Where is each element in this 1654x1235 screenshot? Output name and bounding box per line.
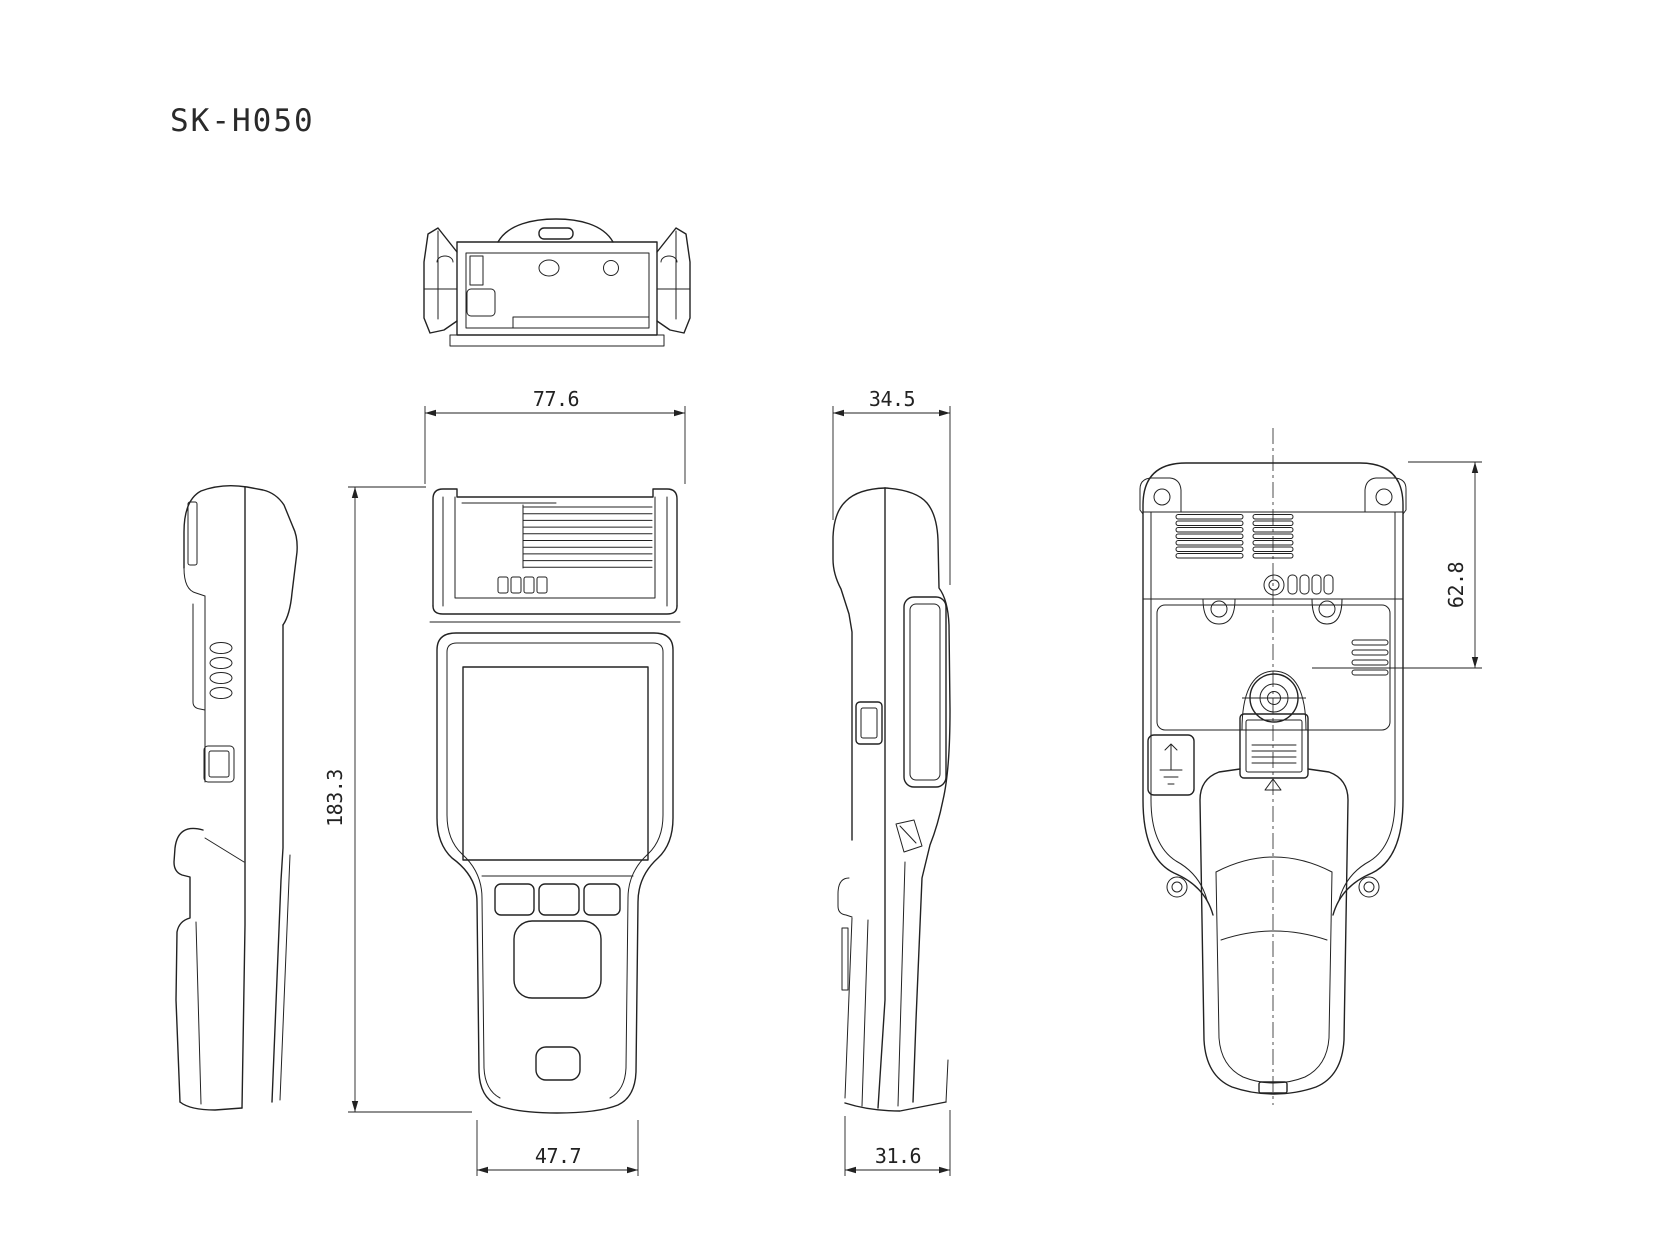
screw-center	[1263, 574, 1285, 596]
vent-grille-right	[1351, 639, 1389, 676]
dimension-back-mount-offset: 62.8	[1312, 461, 1482, 669]
dim-back-mount-offset-label: 62.8	[1444, 562, 1468, 608]
dim-front-width-label: 77.6	[533, 387, 579, 411]
ground-symbol	[1159, 743, 1183, 785]
dimension-front-width: 77.6	[424, 387, 686, 484]
dimension-side-bottom-depth: 31.6	[844, 1110, 951, 1176]
dim-side-depth-label: 34.5	[869, 387, 915, 411]
side-view-left	[173, 484, 298, 1111]
ground-symbol-box	[1147, 734, 1195, 796]
handle-bottom-slot	[1258, 1081, 1288, 1094]
dimension-overall-height: 183.3	[323, 486, 472, 1113]
screw-wing-left	[1166, 876, 1188, 898]
screw-boss-right	[1318, 600, 1336, 618]
side-view-right	[832, 487, 951, 1112]
vent-grille-left	[1175, 514, 1244, 559]
screw-wing-right	[1358, 876, 1380, 898]
battery-latch	[1239, 713, 1309, 779]
back-view	[1139, 428, 1407, 1105]
dimension-side-depth: 34.5	[832, 387, 951, 585]
triangle-marker	[1264, 778, 1282, 791]
dim-side-bottom-depth-label: 31.6	[875, 1144, 921, 1168]
dim-overall-height-label: 183.3	[323, 769, 347, 827]
drawing-title: SK-H050	[170, 103, 315, 139]
front-view	[429, 488, 681, 1114]
screw-top-right	[1375, 488, 1393, 506]
vent-grille-center	[1252, 514, 1294, 559]
dim-handle-width-label: 47.7	[535, 1144, 581, 1168]
top-view	[423, 218, 691, 347]
screw-boss-left	[1210, 600, 1228, 618]
screw-top-left	[1153, 488, 1171, 506]
dimension-handle-width: 47.7	[476, 1120, 639, 1176]
